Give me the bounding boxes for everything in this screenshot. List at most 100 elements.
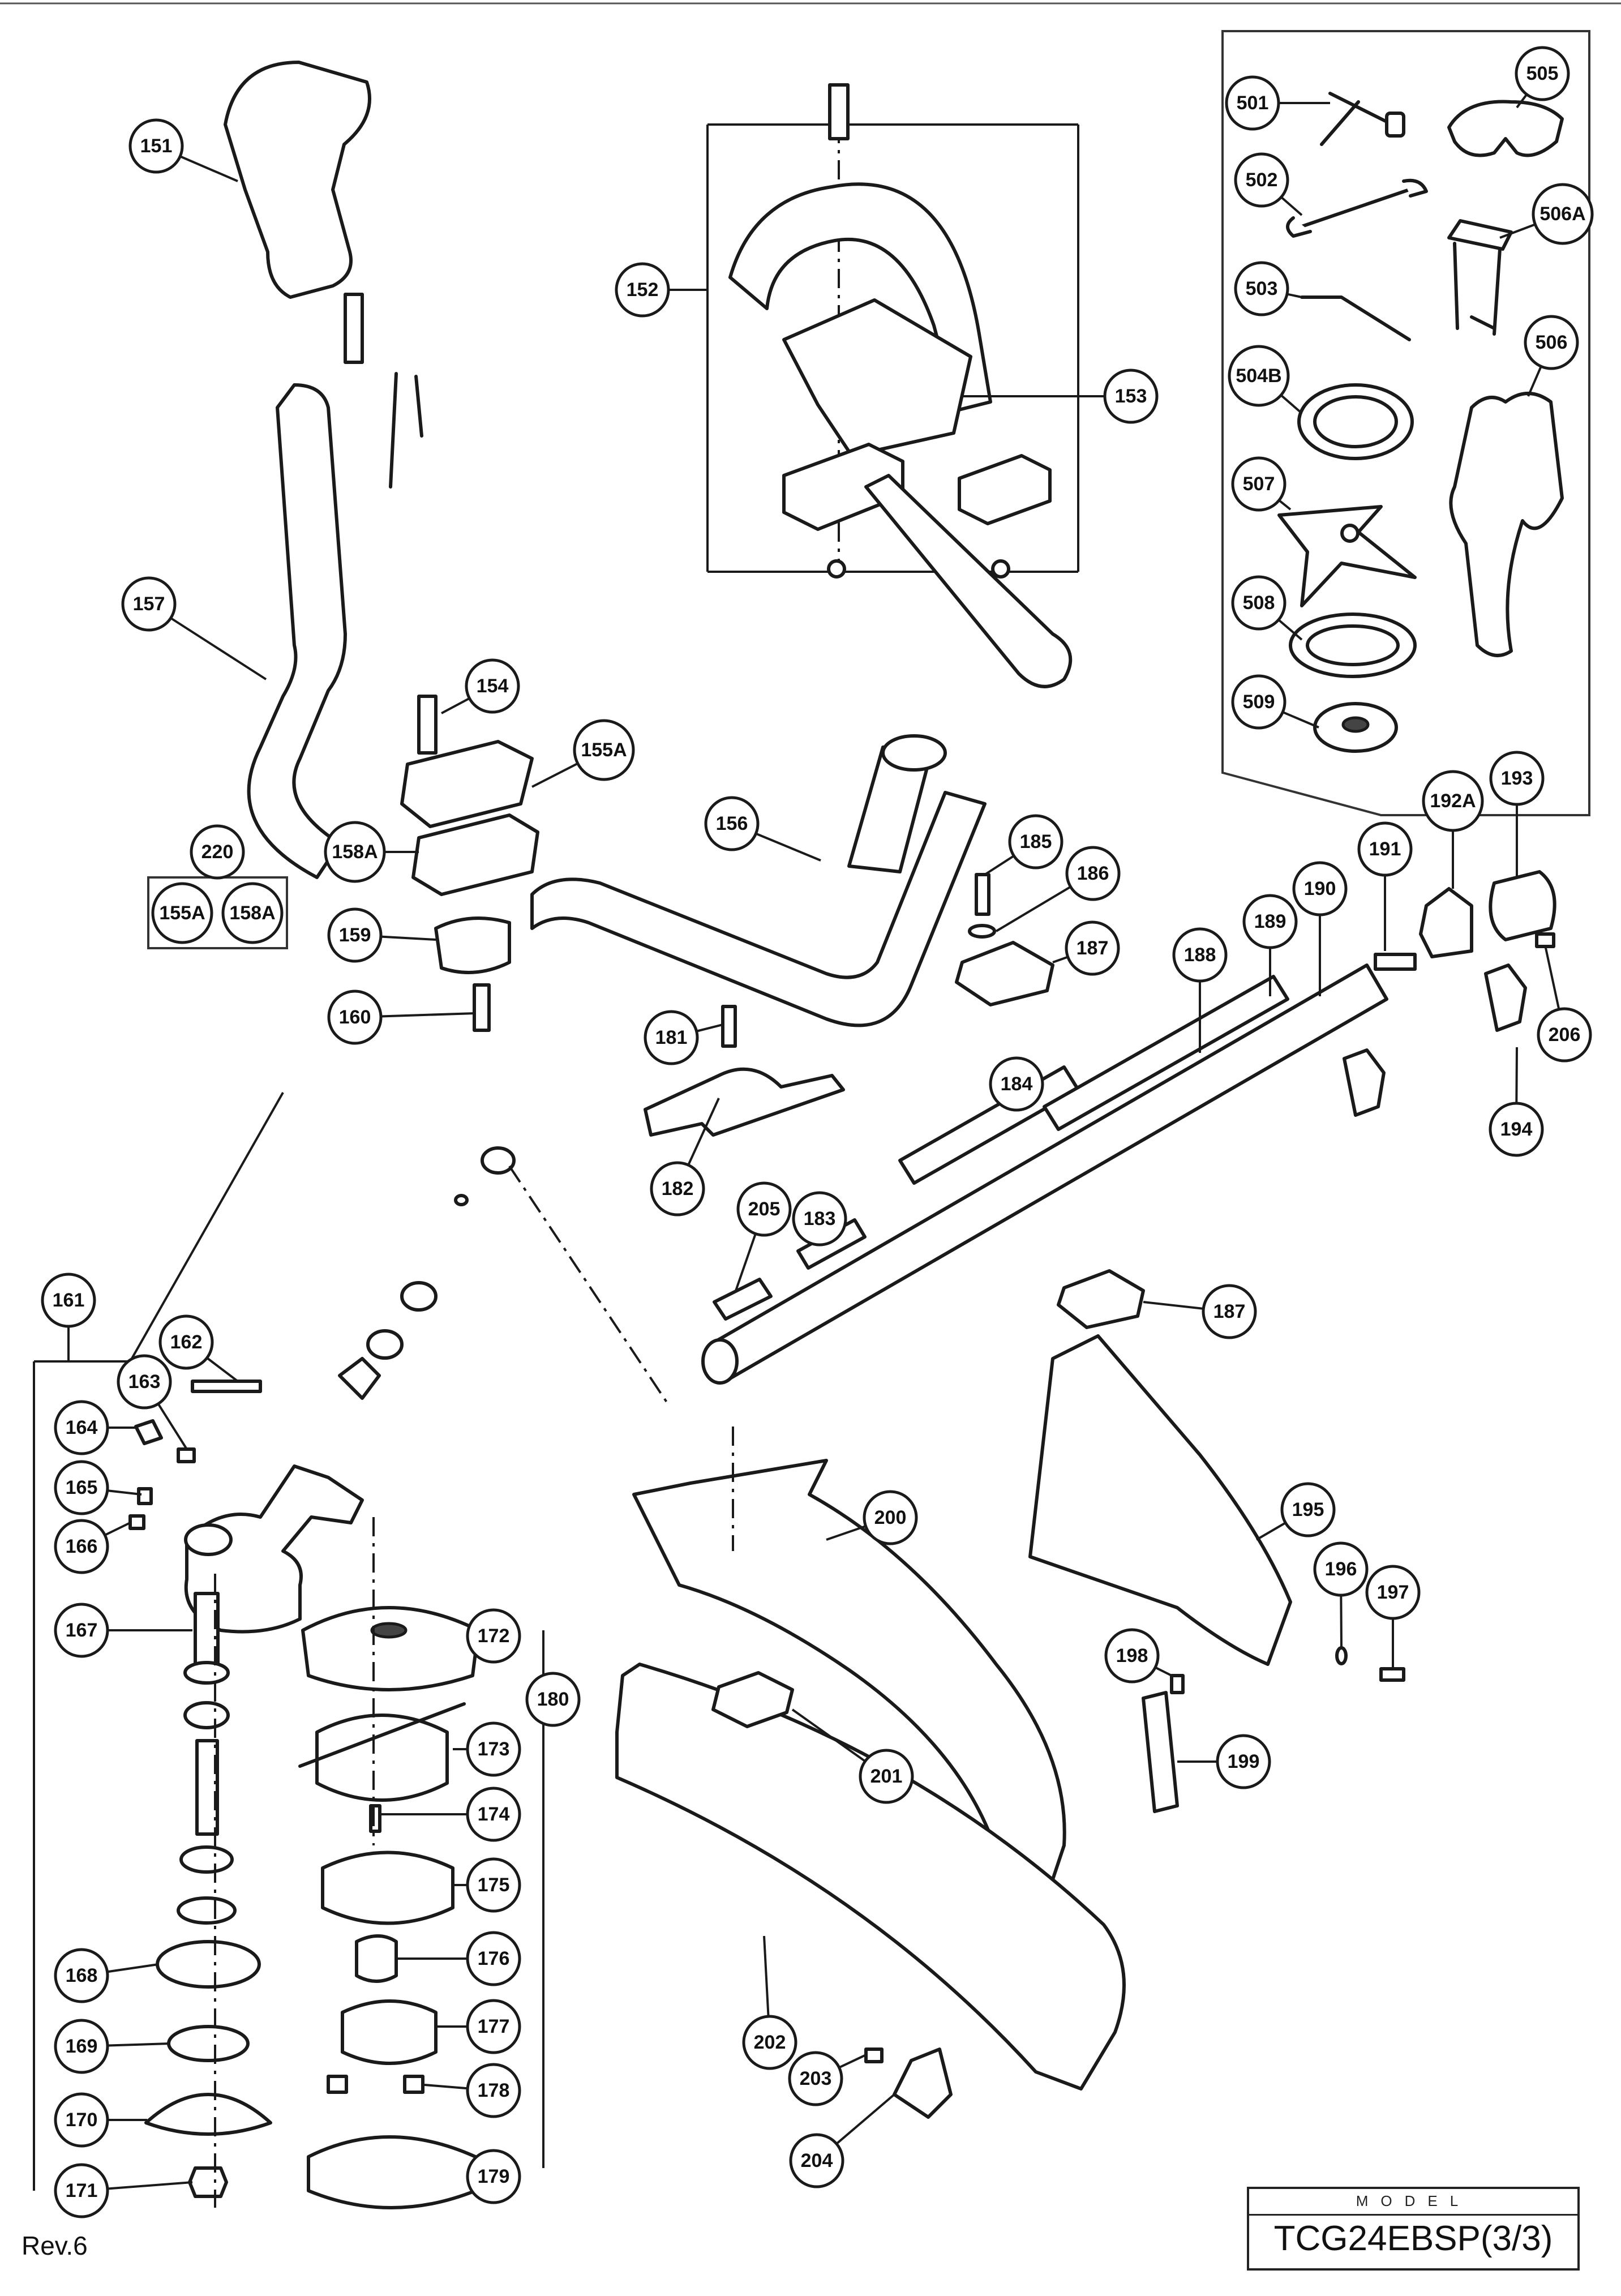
screw-165	[137, 1487, 153, 1505]
callout-number: 161	[53, 1290, 85, 1311]
callout-157: 157	[121, 576, 267, 680]
callout-circle	[54, 1519, 109, 1574]
wrench-part	[1286, 178, 1428, 238]
screw-174	[369, 1804, 381, 1833]
callout-circle	[859, 1749, 914, 1804]
callout-162: 162	[158, 1314, 239, 1382]
clamp-164-part	[134, 1419, 163, 1445]
callout-number: 195	[1292, 1499, 1324, 1520]
callout-circle	[742, 2015, 797, 2070]
callout-number: 181	[655, 1027, 688, 1048]
callout-187a: 187	[1052, 920, 1120, 976]
washer-196	[1335, 1646, 1348, 1665]
callout-165: 165	[54, 1460, 142, 1515]
callout-number: 159	[339, 924, 371, 946]
handle-bracket-part	[782, 298, 972, 457]
bolt-162	[191, 1380, 262, 1393]
callout-187b: 187	[1143, 1284, 1257, 1339]
callout-circle	[736, 1181, 792, 1237]
callout-circle	[54, 1460, 109, 1515]
callout-number: 165	[66, 1477, 98, 1498]
callout-195: 195	[1255, 1482, 1336, 1541]
callout-number: 152	[627, 279, 659, 301]
callout-506: 506	[1524, 315, 1579, 397]
case-179-part	[307, 2135, 477, 2209]
callout-503: 503	[1234, 261, 1302, 316]
callout-number: 160	[339, 1006, 371, 1028]
bolt-197	[1379, 1667, 1405, 1682]
callout-number: 151	[140, 135, 173, 157]
callout-number: 199	[1228, 1751, 1260, 1772]
callout-155A: 155A	[531, 719, 635, 788]
harness-part	[1449, 392, 1564, 657]
bracket-199-part	[1142, 1691, 1179, 1813]
callout-177: 177	[436, 1999, 521, 2054]
callout-189: 189	[1242, 894, 1298, 996]
callout-number: 503	[1246, 278, 1278, 299]
pin-198	[1170, 1674, 1185, 1694]
callout-number: 502	[1246, 169, 1278, 191]
callout-204: 204	[789, 2093, 895, 2188]
nut-171	[188, 2166, 228, 2198]
callout-circle	[1242, 894, 1298, 949]
callout-number: 198	[1116, 1645, 1148, 1667]
clamp-bolt-154	[417, 695, 438, 755]
callout-circle	[1103, 369, 1159, 424]
callout-502: 502	[1234, 152, 1303, 216]
callout-number: 172	[478, 1625, 510, 1647]
callout-220_155A: 155A	[151, 882, 213, 944]
callout-number: 200	[874, 1507, 907, 1528]
callout-220: 220	[190, 824, 245, 880]
callout-circle	[327, 907, 383, 963]
callout-153: 153	[962, 369, 1159, 424]
callout-circle	[1280, 1482, 1336, 1537]
callout-number: 193	[1501, 768, 1533, 789]
clamp-right-part	[958, 454, 1052, 525]
callout-number: 154	[477, 675, 509, 697]
callout-181: 181	[644, 1010, 723, 1065]
callout-number: 171	[66, 2180, 98, 2201]
callout-circle	[54, 1948, 109, 2003]
callout-number: 179	[478, 2166, 510, 2187]
callout-number: 188	[1184, 944, 1216, 966]
loop-handle-part	[728, 182, 992, 412]
spool-175-part	[321, 1850, 454, 1925]
callout-183: 183	[792, 1191, 847, 1246]
callout-circle	[54, 2092, 109, 2148]
callout-205: 205	[735, 1181, 792, 1291]
callout-number: 184	[1001, 1073, 1033, 1095]
handle-screw	[828, 83, 850, 140]
accessories-frame	[1221, 30, 1590, 816]
callout-number: 201	[870, 1766, 903, 1787]
callout-circle	[1422, 770, 1484, 832]
bushing-193-part	[1489, 870, 1556, 941]
callout-507: 507	[1231, 456, 1292, 512]
callout-501: 501	[1225, 75, 1330, 131]
cover-part	[1313, 702, 1398, 753]
callout-circle	[863, 1490, 918, 1545]
callout-206: 206	[1537, 945, 1592, 1063]
callout-198: 198	[1104, 1628, 1172, 1684]
callout-number: 205	[748, 1198, 781, 1220]
callout-159: 159	[327, 907, 436, 963]
cap-172-hole	[370, 1622, 408, 1639]
callout-circle	[1104, 1628, 1160, 1684]
callout-circle	[466, 1999, 521, 2054]
ring-part	[1297, 383, 1414, 460]
callout-197: 197	[1365, 1565, 1421, 1669]
box-wrench-part	[1320, 92, 1405, 146]
callout-circle	[324, 821, 386, 883]
throttle-grip-part	[224, 61, 371, 299]
callout-circle	[525, 1672, 581, 1727]
callout-163: 163	[117, 1354, 188, 1450]
callout-161: 161	[41, 1273, 96, 1361]
callout-circle	[1357, 821, 1413, 877]
callout-number: 167	[66, 1620, 98, 1641]
holder-169	[167, 2025, 250, 2062]
callout-circle	[117, 1354, 172, 1410]
clamp-bolt-160	[473, 983, 491, 1032]
washer-186	[968, 924, 996, 939]
callout-circle	[1365, 1565, 1421, 1620]
callout-number: 163	[128, 1371, 161, 1393]
